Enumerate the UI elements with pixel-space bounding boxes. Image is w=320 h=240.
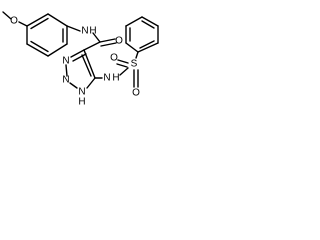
triazole-ring <box>65 41 101 89</box>
phenyl-ring <box>125 16 159 53</box>
sulfonyl-oxygen-bottom-label: O <box>132 88 140 99</box>
nh-carbonyl-bond <box>92 32 101 43</box>
triazole-n2-label: N <box>62 75 69 86</box>
sulfur-phenyl-bond <box>135 51 139 59</box>
sulfur-o-left-double-bond <box>117 59 129 64</box>
aryl-nh-bond <box>66 25 81 32</box>
sulfonamide-nitrogen-label: N <box>103 73 110 84</box>
triazole-n1-label: N <box>62 56 69 67</box>
sulfonyl-oxygen-left-label: O <box>110 53 118 64</box>
sulfonamide-hydrogen-label: H <box>112 73 119 84</box>
methoxyphenyl-ring <box>26 13 68 57</box>
nh-sulfur-bond <box>119 67 129 76</box>
triazole-h-label: H <box>78 97 85 108</box>
carbonyl-double-bond <box>99 38 116 43</box>
triazole-nh-label: N <box>78 87 85 98</box>
sulfur-label: S <box>131 59 138 70</box>
chemical-structure: O N H O N N N H N H S O O <box>2 11 159 108</box>
methoxy-o-bond <box>18 21 28 27</box>
methyl-bond <box>2 11 12 20</box>
methoxy-oxygen-label: O <box>10 16 18 27</box>
amide-hydrogen-label: H <box>89 26 96 37</box>
amide-nitrogen-label: N <box>81 26 88 37</box>
carbonyl-oxygen-label: O <box>115 36 123 47</box>
